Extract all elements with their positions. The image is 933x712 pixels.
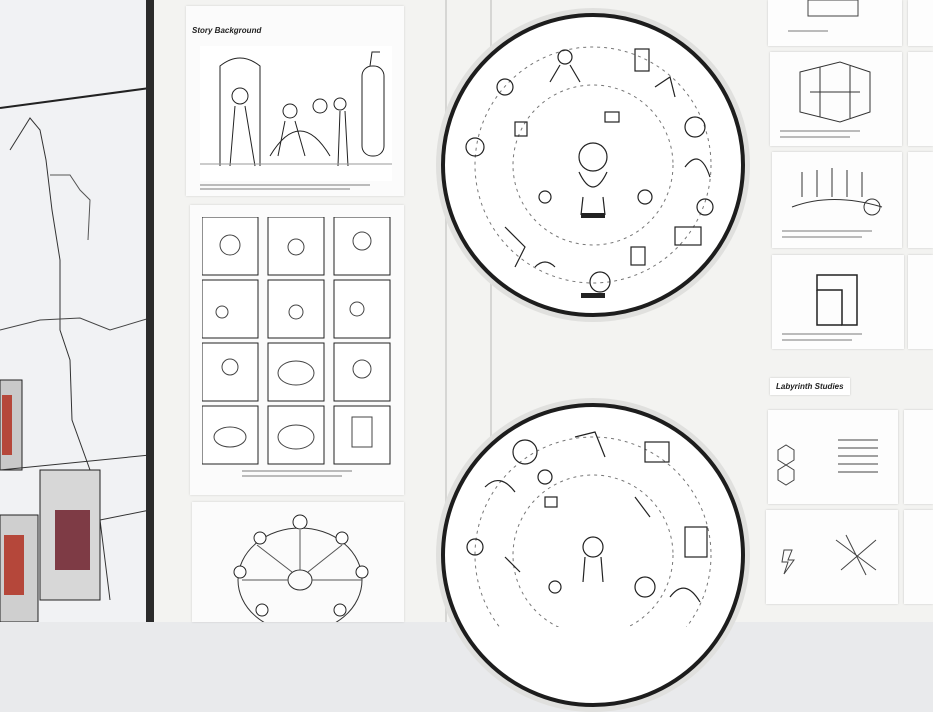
study-card bbox=[908, 152, 933, 248]
comic-sheet bbox=[190, 205, 404, 495]
disc-face bbox=[441, 13, 745, 317]
study-card bbox=[772, 255, 904, 349]
study-card bbox=[908, 255, 933, 349]
card-sketch bbox=[782, 168, 883, 238]
cycle-diagram bbox=[233, 514, 369, 622]
sheet-caption bbox=[242, 475, 342, 477]
story-illustration bbox=[200, 46, 392, 181]
architectural-drawing bbox=[0, 0, 150, 622]
disc-illustrations bbox=[466, 431, 712, 674]
labyrinth-card bbox=[904, 410, 933, 504]
card-sketch bbox=[781, 534, 877, 576]
wall-seam bbox=[445, 0, 447, 622]
card-sketch bbox=[780, 61, 871, 138]
wall-seam bbox=[490, 0, 492, 622]
sheet-caption bbox=[242, 470, 352, 472]
labyrinth-studies-label: Labyrinth Studies bbox=[770, 378, 850, 395]
story-background-label: Story Background bbox=[192, 26, 262, 35]
illustrated-disc-top bbox=[436, 8, 750, 322]
study-card bbox=[908, 0, 933, 46]
diagram-sheet bbox=[192, 502, 404, 622]
left-framed-poster bbox=[0, 0, 150, 622]
sheet-caption bbox=[200, 184, 390, 190]
comic-panels bbox=[202, 217, 391, 465]
study-card bbox=[768, 0, 902, 46]
disc-face bbox=[441, 403, 745, 707]
study-card bbox=[908, 52, 933, 146]
card-sketch bbox=[782, 274, 862, 341]
poster-frame bbox=[146, 0, 154, 622]
study-card bbox=[772, 152, 902, 248]
study-card bbox=[770, 52, 902, 146]
card-sketch bbox=[788, 0, 859, 32]
story-background-sheet: Story Background bbox=[186, 6, 404, 196]
illustrated-disc-bottom bbox=[436, 398, 750, 712]
card-sketch bbox=[777, 439, 878, 486]
labyrinth-card bbox=[766, 510, 898, 604]
disc-illustrations bbox=[465, 46, 714, 298]
labyrinth-card bbox=[768, 410, 898, 504]
labyrinth-card bbox=[904, 510, 933, 604]
